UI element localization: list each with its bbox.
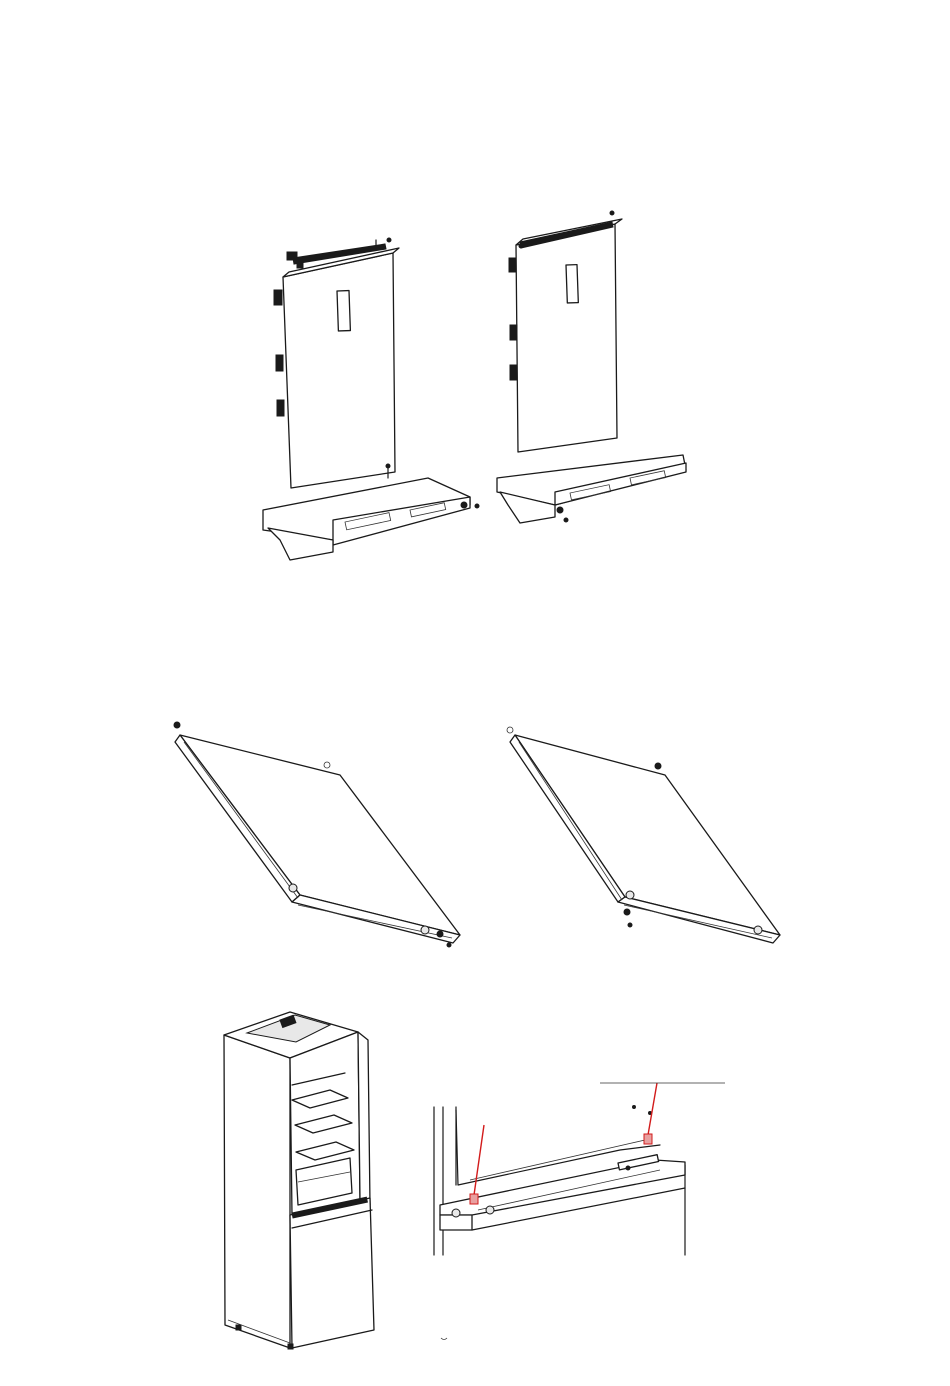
door-right-hinged: [497, 211, 686, 523]
door-panel-left: [274, 248, 399, 488]
door-flat-right: [507, 727, 780, 943]
door-panel-right: [509, 219, 622, 452]
hinge-detail-view: [434, 1083, 725, 1340]
cabinet-top-right: [497, 455, 686, 523]
door-flat-left: [174, 722, 460, 947]
door-left-hinged: [263, 238, 479, 560]
cabinet-top-left: [263, 478, 479, 560]
fridge-open-view: [224, 1012, 374, 1349]
